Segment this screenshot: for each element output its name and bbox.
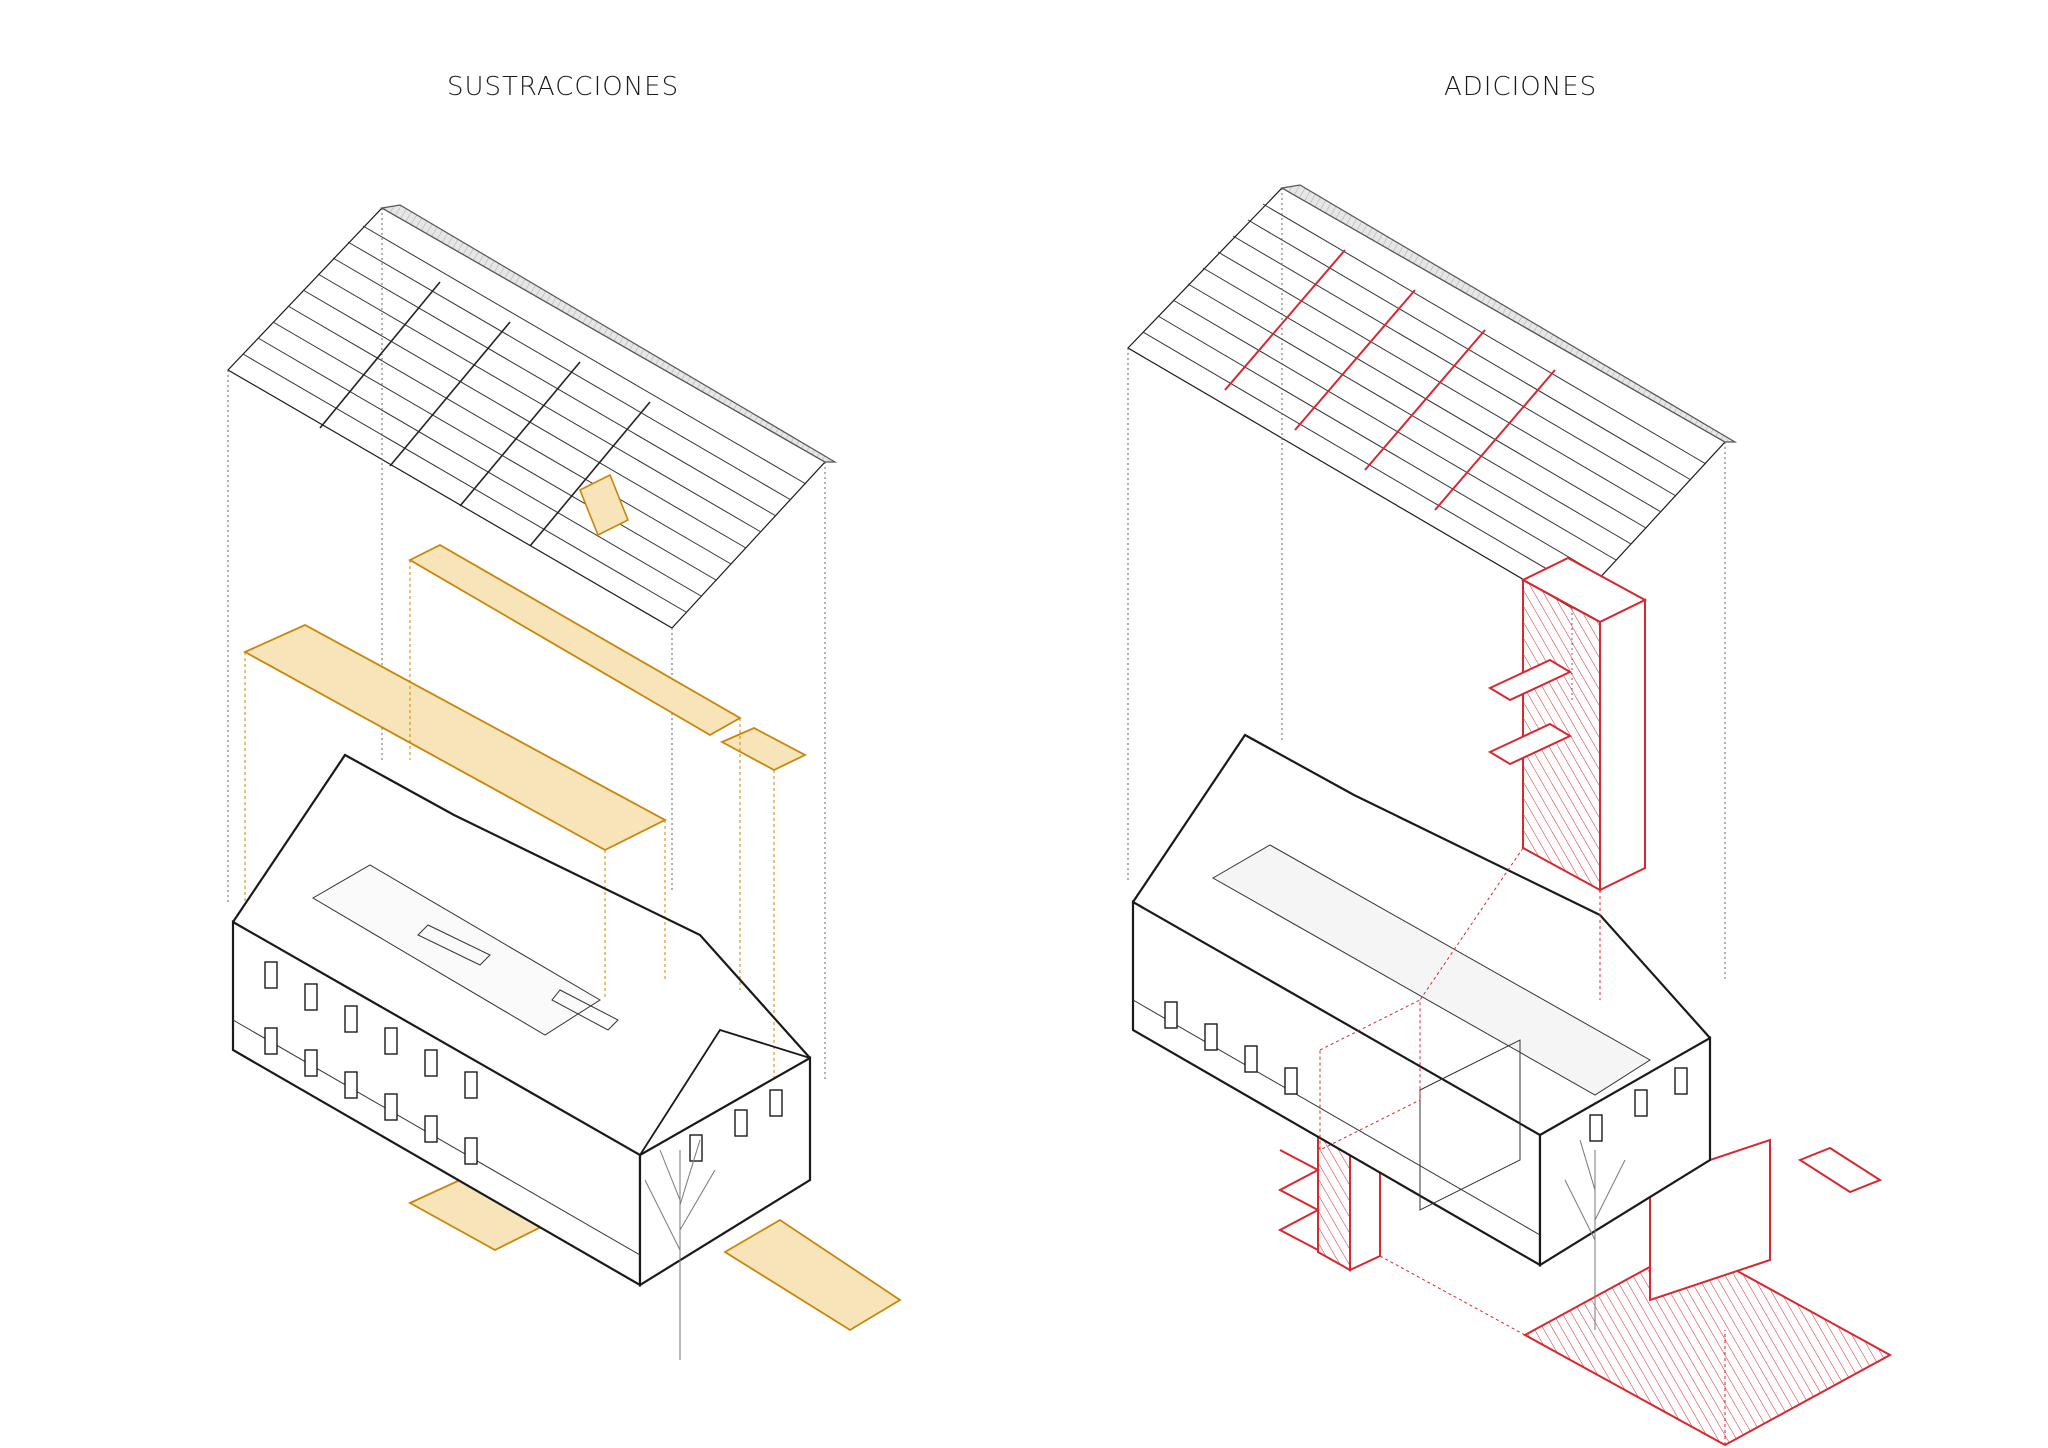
left-windows (264, 961, 783, 1165)
left-subtraction-slabs (242, 543, 902, 1332)
caption-subtractions: SUSTRACCIONES (447, 72, 680, 102)
left-roof (227, 204, 838, 629)
additions-axonometric (1127, 184, 1893, 1447)
right-roof (1127, 184, 1738, 609)
left-tree (644, 1139, 716, 1360)
right-tree (1564, 1139, 1626, 1330)
right-building (1131, 733, 1712, 1267)
right-windows (1164, 1001, 1688, 1142)
right-tower-upper (1487, 556, 1648, 892)
subtractions-axonometric (227, 204, 902, 1360)
left-building (231, 753, 812, 1287)
caption-additions: ADICIONES (1444, 72, 1598, 102)
right-platform (1522, 1138, 1893, 1447)
